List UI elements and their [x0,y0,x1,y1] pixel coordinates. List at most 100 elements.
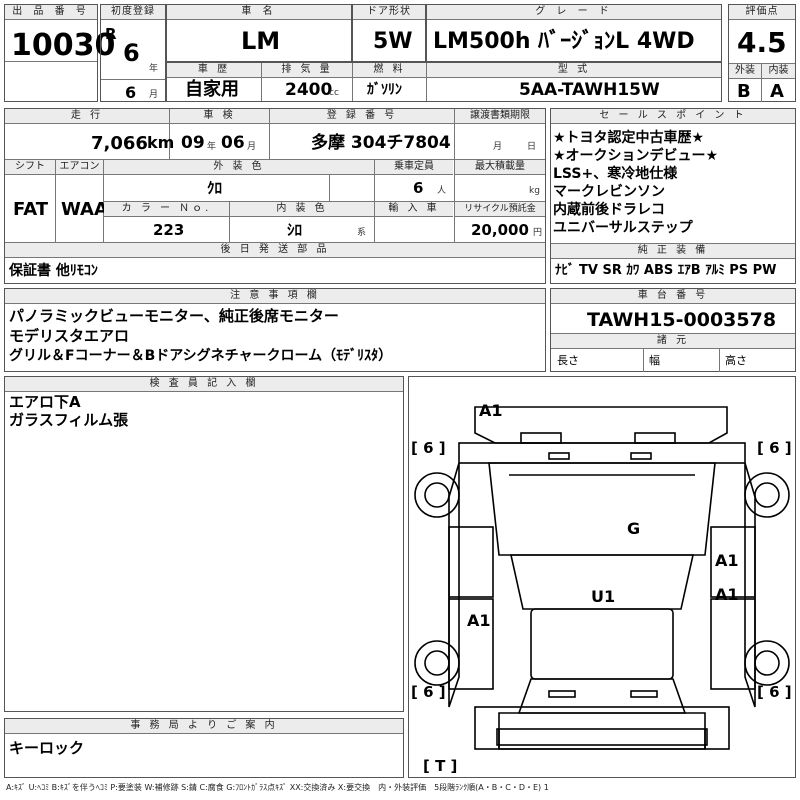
car-name: LM [241,27,281,55]
color-no-label: カ ラ ー Ｎｏ. [104,202,229,217]
grade: LM500h ﾊﾞｰｼﾞｮﾝL 4WD [433,29,695,54]
office-label: 事 務 局 よ り ご 案 内 [5,719,403,734]
score: 4.5 [737,26,787,59]
ac: WAA [61,199,108,220]
chassis-box: 車 台 番 号 TAWH15-0003578 諸 元 長さ 幅 高さ [550,288,796,372]
note-line: モデリスタエアロ [9,327,130,345]
equipment-label: 純 正 装 備 [551,243,795,259]
maxload-unit: kg [529,186,540,196]
exterior-label: 外装 [729,64,761,79]
later-parts-label: 後 日 発 送 部 品 [5,243,545,258]
insp-year-unit: 年 [207,142,217,152]
damage-front: A1 [479,401,503,420]
model-label: 型 式 [427,63,721,78]
mileage-label: 走 行 [5,109,169,124]
sales-point-line: ★トヨタ認定中古車歴★ [553,130,705,146]
year-unit: 年 [149,64,159,74]
recycle-fee: 20,000 [471,221,529,239]
displacement-label: 排 気 量 [262,63,352,78]
capacity: 6 [413,179,424,197]
color-no: 223 [153,221,185,239]
damage-roof: U1 [591,587,616,606]
lot-number-box: 出 品 番 号 10030 [4,4,115,102]
mileage-unit: km [147,133,175,152]
sales-point-line: LSS+、寒冷地仕様 [553,166,678,182]
ext-color-label: 外 装 色 [104,160,374,175]
sales-point-line: ユニバーサルステップ [553,220,693,236]
inspector-box: 検 査 員 記 入 欄 エアロ下A ガラスフィルム張 [4,376,404,712]
lot-number-label: 出 品 番 号 [5,5,97,20]
model: 5AA-TAWH15W [519,80,660,100]
tire-rr-label: [ 6 ] [757,683,792,701]
transfer-label: 譲渡書類期限 [455,109,545,124]
insp-month-unit: 月 [247,142,257,152]
int-color: ｼﾛ [287,221,303,239]
ac-label: エアコン [56,160,103,175]
reg-year: 6 [123,39,140,67]
import-label: 輸 入 車 [375,202,453,217]
car-diagram [414,406,790,750]
trunk-label: [ T ] [423,757,458,775]
notes-label: 注 意 事 項 欄 [5,289,545,304]
plate-number: 多摩 304チ7804 [311,133,451,153]
capacity-label: 乗車定員 [375,160,453,175]
capacity-unit: 人 [437,186,447,196]
damage-left: A1 [467,611,491,630]
car-name-box: 車 名 LM [166,4,352,62]
interior-label: 内装 [762,64,795,79]
insp-year: 09 [181,133,205,153]
car-name-label: 車 名 [167,5,351,20]
grade-label: グ レ ー ド [427,5,721,20]
office-text: キーロック [9,739,85,757]
damage-right-door-front: A1 [715,551,739,570]
door-box: ドア形状 5W [352,4,426,62]
int-color-label: 内 装 色 [230,202,374,217]
history-label: 車 歴 [167,63,261,78]
shift: FAT [13,199,49,220]
height-label: 高さ [725,354,747,367]
era: R [105,25,117,43]
tire-fl-label: [ 6 ] [411,439,446,457]
sales-points-label: セ ー ル ス ポ イ ン ト [551,109,795,124]
inspection-label: 車 検 [170,109,269,124]
inspector-line: ガラスフィルム張 [9,411,129,429]
inspector-label: 検 査 員 記 入 欄 [5,377,403,392]
plate-label: 登 録 番 号 [270,109,454,124]
chassis-number: TAWH15-0003578 [587,309,777,331]
transfer-month-unit: 月 [493,142,503,152]
vehicle-info-box: 走 行 車 検 登 録 番 号 譲渡書類期限 7,066 km 09 年 06 … [4,108,546,284]
length-label: 長さ [557,354,579,367]
note-line: グリル＆Fコーナー＆Bドアシグネチャークローム（ﾓﾃﾞﾘｽﾀ） [9,348,393,364]
sales-point-line: 内蔵前後ドラレコ [553,202,665,218]
damage-glass: G [627,519,641,538]
chassis-label: 車 台 番 号 [551,289,795,304]
displacement-unit: cc [329,88,339,98]
grade-box: グ レ ー ド LM500h ﾊﾞｰｼﾞｮﾝL 4WD [426,4,722,62]
door-label: ドア形状 [353,5,425,20]
equipment-items: ﾅﾋﾞ TV SR ｶﾜ ABS ｴｱB ｱﾙﾐ PS PW [555,263,777,278]
score-label: 評価点 [729,5,795,20]
maxload-label: 最大積載量 [455,160,545,175]
reg-month: 6 [125,83,137,102]
door-type: 5W [373,29,413,54]
history: 自家用 [185,79,239,100]
damage-right-door-rear: A1 [715,585,739,604]
later-parts: 保証書 他ﾘﾓｺﾝ [9,263,98,279]
exterior-score: B [737,81,751,102]
sales-point-line: ★オークションデビュー★ [553,148,719,164]
sales-points-box: セ ー ル ス ポ イ ン ト ★トヨタ認定中古車歴★ ★オークションデビュー★… [550,108,796,284]
shift-label: シフト [5,160,55,175]
mileage: 7,066 [91,133,148,154]
first-registration-box: 初度登録 R 6 年 6 月 [100,4,166,102]
transfer-day-unit: 日 [527,142,537,152]
sales-point-line: マークレビンソン [553,184,665,200]
recycle-unit: 円 [533,228,543,238]
interior-score: A [770,81,784,102]
first-registration-label: 初度登録 [101,5,165,20]
score-box: 評価点 4.5 外装 内装 B A [728,4,796,102]
tire-rl-label: [ 6 ] [411,683,446,701]
history-box: 車 歴 排 気 量 燃 料 型 式 自家用 2400 cc ｶﾞｿﾘﾝ 5AA-… [166,62,722,102]
fuel: ｶﾞｿﾘﾝ [367,82,402,98]
recycle-label: リサイクル預託金 [455,202,545,217]
displacement: 2400 [285,80,333,100]
